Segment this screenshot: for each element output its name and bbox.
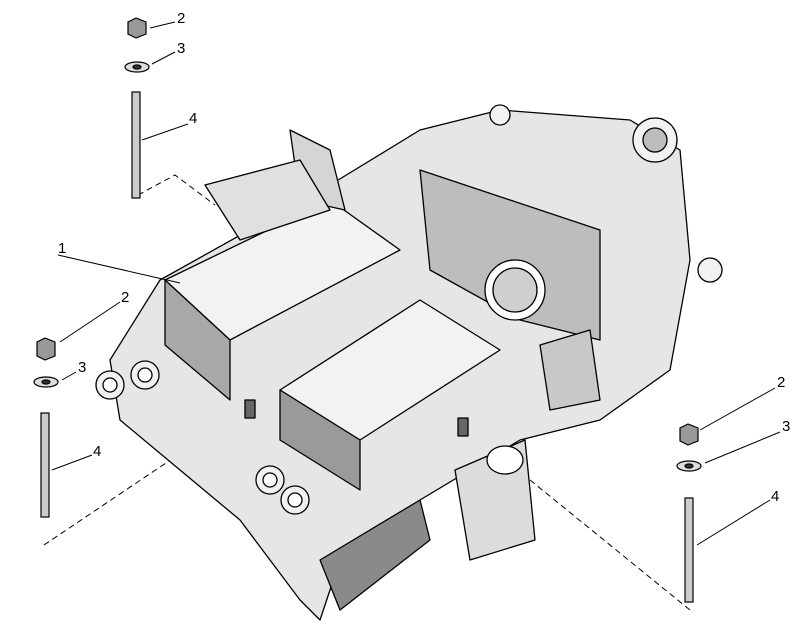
leader-lines [51, 21, 781, 546]
callout-label-washer-top: 3 [177, 40, 186, 57]
callout-label-nut-top: 2 [177, 10, 186, 27]
callout-label-washer-left: 3 [78, 359, 87, 376]
fastener-left [33, 337, 59, 518]
callout-label-stud-right: 4 [771, 488, 780, 505]
callout-label-washer-right: 3 [782, 418, 791, 435]
fastener-top [124, 17, 150, 199]
callout-label-stud-top: 4 [189, 110, 198, 127]
callout-label-frame: 1 [58, 240, 67, 257]
fastener-right [676, 423, 702, 603]
stud-icon [131, 91, 141, 199]
frame-part-1 [95, 104, 723, 621]
callout-label-nut-right: 2 [777, 374, 786, 391]
callout-label-stud-left: 4 [93, 443, 102, 460]
nut-icon [127, 17, 147, 39]
callout-label-nut-left: 2 [121, 289, 130, 306]
